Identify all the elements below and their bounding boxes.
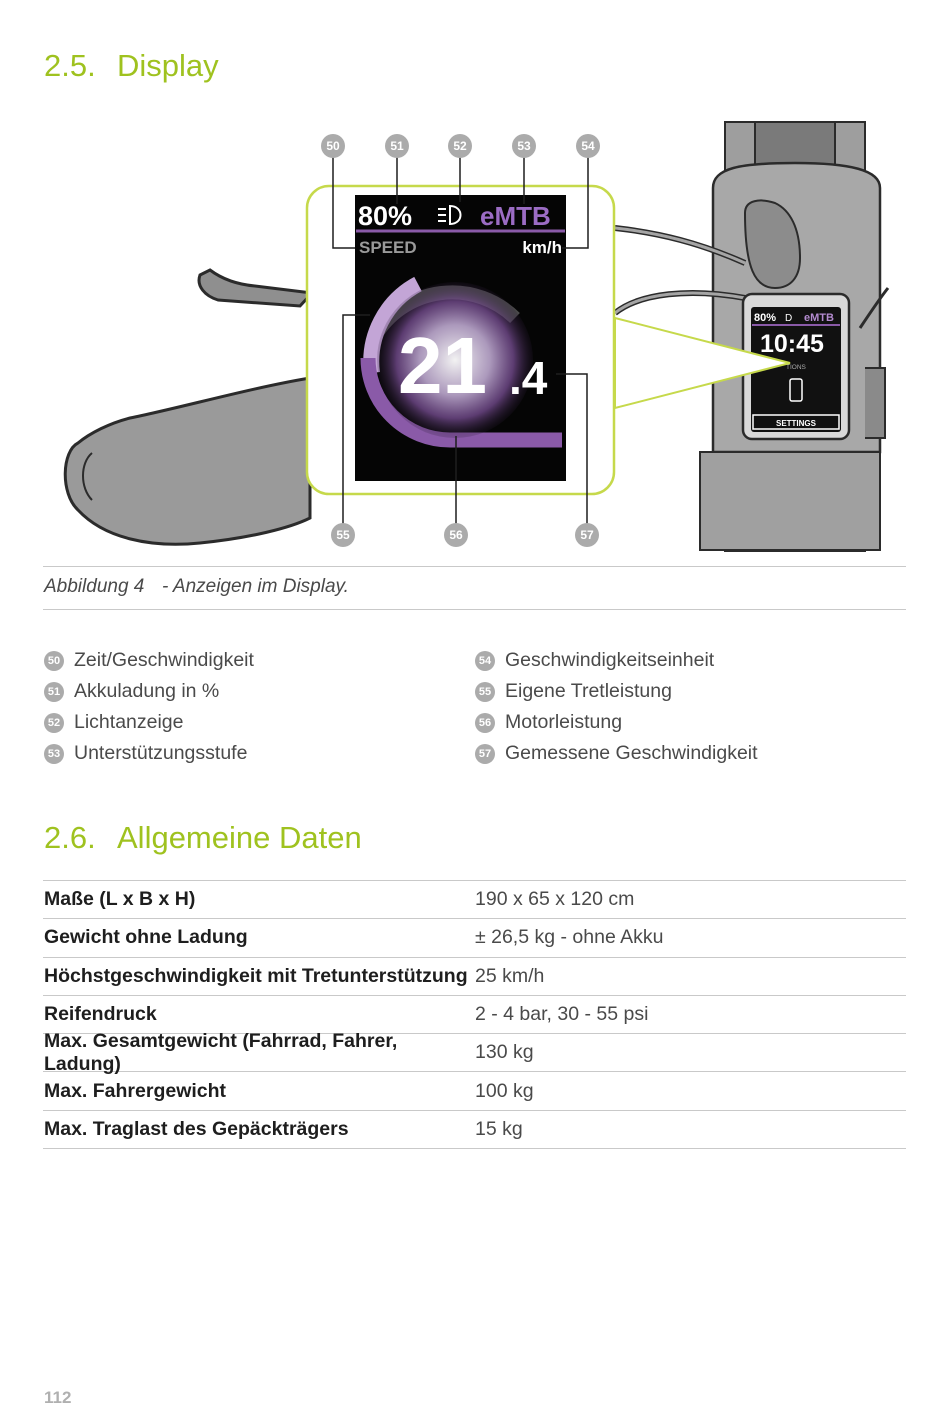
caption-rule-bottom <box>43 609 906 610</box>
handlebar-grip <box>63 376 312 546</box>
spec-label: Höchstgeschwindigkeit mit Tretunterstütz… <box>44 964 468 987</box>
legend-badge: 51 <box>44 681 64 702</box>
caption-label: Abbildung 4 <box>44 576 145 597</box>
page-number: 112 <box>44 1388 72 1407</box>
section-title: Display <box>117 48 219 83</box>
legend-text: Geschwindigkeitseinheit <box>505 649 715 671</box>
table-row: Max. Traglast des Gepäckträgers 15 kg <box>43 1111 906 1150</box>
table-row: Reifendruck 2 - 4 bar, 30 - 55 psi <box>43 996 906 1035</box>
section-number: 2.6. <box>44 820 96 855</box>
light-icon <box>438 204 462 226</box>
table-row: Max. Fahrergewicht 100 kg <box>43 1072 906 1111</box>
display-figure: 80% D eMTB 10:45 TIONS SETTINGS 80% eMTB… <box>63 121 890 552</box>
caption-text: - Anzeigen im Display. <box>162 576 349 597</box>
section-heading-general-data: 2.6. Allgemeine Daten <box>44 820 362 856</box>
legend-text: Unterstützungsstufe <box>74 742 248 764</box>
legend-badge: 50 <box>44 650 64 671</box>
legend-badge: 53 <box>44 743 64 764</box>
small-battery: 80% <box>754 312 776 324</box>
speed-unit: km/h <box>522 238 562 257</box>
spec-value: 15 kg <box>475 1117 523 1140</box>
table-row: Maße (L x B x H) 190 x 65 x 120 cm <box>43 881 906 920</box>
callout-badges <box>321 134 600 547</box>
callout-54: 54 <box>581 139 595 153</box>
legend-item: 56 Motorleistung <box>475 707 758 738</box>
callout-55: 55 <box>336 528 350 542</box>
figure-caption: Abbildung 4 - Anzeigen im Display. <box>44 576 349 598</box>
spec-value: 100 kg <box>475 1079 534 1102</box>
callout-56: 56 <box>449 528 463 542</box>
section-title: Allgemeine Daten <box>117 820 362 855</box>
legend-left: 50 Zeit/Geschwindigkeit 51 Akkuladung in %… <box>44 645 254 769</box>
legend-badge: 56 <box>475 712 495 733</box>
spec-label: Reifendruck <box>44 1003 157 1026</box>
spec-label: Max. Fahrergewicht <box>44 1079 227 1102</box>
legend-item: 54 Geschwindigkeitseinheit <box>475 645 758 676</box>
small-mode: eMTB <box>804 312 834 324</box>
table-row: Max. Gesamtgewicht (Fahrrad, Fahrer, Lad… <box>43 1030 906 1075</box>
small-settings-button <box>752 414 840 430</box>
brake-lever <box>197 268 316 308</box>
legend-badge: 55 <box>475 681 495 702</box>
legend-item: 57 Gemessene Geschwindigkeit <box>475 738 758 769</box>
small-phone-icon <box>789 378 803 402</box>
spec-label: Gewicht ohne Ladung <box>44 926 248 949</box>
speed-decimal: .4 <box>509 352 548 404</box>
spec-value: 190 x 65 x 120 cm <box>475 888 635 911</box>
legend-text: Akkuladung in % <box>74 680 220 702</box>
spec-label: Max. Traglast des Gepäckträgers <box>44 1117 349 1140</box>
section-number: 2.5. <box>44 48 96 83</box>
legend-text: Zeit/Geschwindigkeit <box>74 649 254 671</box>
legend-badge: 57 <box>475 743 495 764</box>
legend-item: 53 Unterstützungsstufe <box>44 738 254 769</box>
small-time: 10:45 <box>760 330 824 358</box>
spec-label: Max. Gesamtgewicht (Fahrrad, Fahrer, Lad… <box>44 1029 398 1075</box>
callout-52: 52 <box>453 139 467 153</box>
speed-label: SPEED <box>359 238 417 257</box>
legend-text: Motorleistung <box>505 711 623 733</box>
speed-glow <box>377 282 533 438</box>
spec-label: Maße (L x B x H) <box>44 888 196 911</box>
legend-text: Lichtanzeige <box>74 711 184 733</box>
callout-53: 53 <box>517 139 531 153</box>
table-row: Gewicht ohne Ladung ± 26,5 kg - ohne Akku <box>43 919 906 958</box>
section-heading-display: 2.5. Display <box>44 48 219 84</box>
legend-item: 50 Zeit/Geschwindigkeit <box>44 645 254 676</box>
legend-text: Gemessene Geschwindigkeit <box>505 742 758 764</box>
callout-51: 51 <box>390 139 404 153</box>
legend-item: 51 Akkuladung in % <box>44 676 254 707</box>
assist-mode: eMTB <box>480 201 551 231</box>
callout-50: 50 <box>326 139 340 153</box>
legend-badge: 52 <box>44 712 64 733</box>
callout-57: 57 <box>580 528 594 542</box>
small-light-icon: D <box>785 313 792 324</box>
legend-text: Eigene Tretleistung <box>505 680 672 702</box>
spec-value: 130 kg <box>475 1041 534 1064</box>
speed-value: 21 <box>398 321 487 410</box>
legend-item: 55 Eigene Tretleistung <box>475 676 758 707</box>
legend-right: 54 Geschwindigkeitseinheit 55 Eigene Tretl… <box>475 645 758 769</box>
table-row: Höchstgeschwindigkeit mit Tretunterstütz… <box>43 958 906 996</box>
small-settings-label: SETTINGS <box>776 419 817 428</box>
motor-power-arc <box>360 357 562 448</box>
battery-percent: 80% <box>358 201 412 231</box>
spec-value: ± 26,5 kg - ohne Akku <box>475 926 664 949</box>
small-options: TIONS <box>786 364 807 371</box>
specs-table: Maße (L x B x H) 190 x 65 x 120 cm Gewich… <box>43 880 906 1150</box>
spec-value: 25 km/h <box>475 964 545 987</box>
legend-badge: 54 <box>475 650 495 671</box>
caption-rule-top <box>43 566 906 567</box>
legend-item: 52 Lichtanzeige <box>44 707 254 738</box>
spec-value: 2 - 4 bar, 30 - 55 psi <box>475 1003 649 1026</box>
